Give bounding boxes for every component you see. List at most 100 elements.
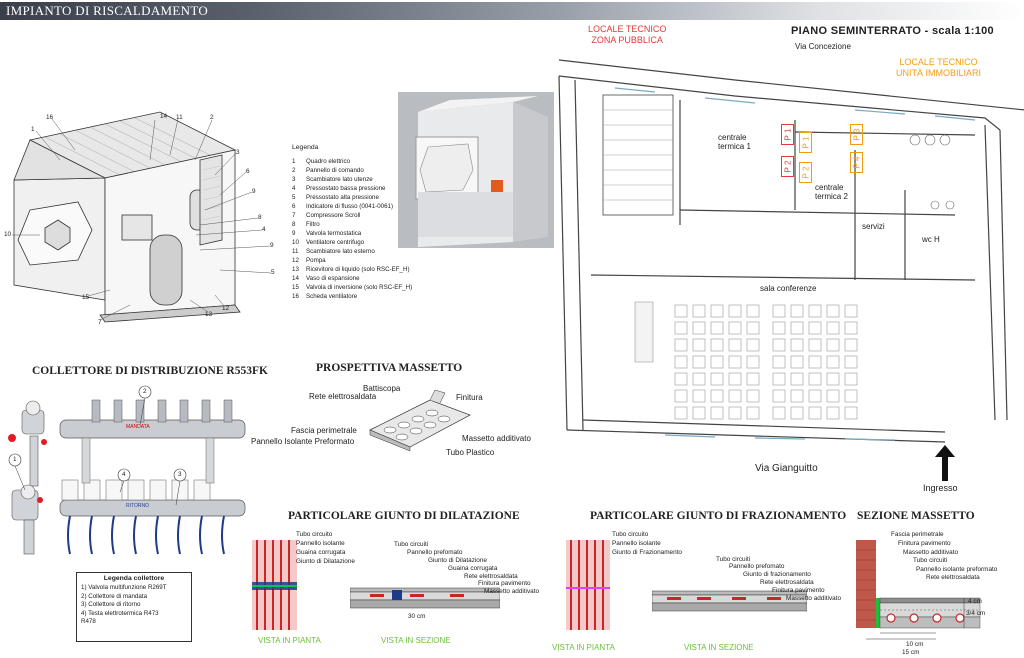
fraz-plan-label: Pannello isolante [612, 540, 661, 547]
unit-callout: 9 [252, 188, 256, 195]
unit-callout: 11 [176, 114, 183, 121]
collettore-legend-item: 4) Testa elettrotermica R473 [81, 609, 159, 617]
label-sala-conferenze: sala conferenze [760, 284, 817, 293]
label-tubo: Tubo Plastico [446, 448, 495, 457]
sezione-label: Rete elettrosaldata [926, 574, 980, 581]
massetto-perspective-drawing [369, 389, 471, 452]
unit-callout: 8 [258, 214, 262, 221]
label-battiscopa: Battiscopa [363, 384, 401, 393]
street-via-gianguitto: Via Gianguitto [755, 463, 818, 474]
collettore-callout-3: 3 [178, 471, 182, 478]
label-rete: Rete elettrosaldata [309, 392, 377, 401]
unit-callout: 13 [205, 311, 213, 318]
fraz-section-label: Tubo circuiti [716, 556, 751, 563]
sezione-massetto-drawing [856, 540, 981, 640]
header-bar [0, 2, 1024, 20]
dil-plan-label: Giunto di Dilatazione [296, 558, 355, 565]
floor-plan [558, 59, 1024, 443]
collettore-callout-2: 2 [143, 388, 147, 395]
sezione-dim: 15 cm [902, 649, 920, 656]
pump-box-p2: P 2 [799, 162, 812, 183]
dil-plan-label: Guaina corrugata [296, 549, 346, 556]
heat-pump-photo [398, 92, 554, 248]
unit-callout: 14 [160, 113, 168, 120]
fraz-section-label: Finitura pavimento [772, 587, 825, 594]
mandata-imprint: MANDATA [126, 424, 150, 430]
giunto-dilatazione-plan [252, 540, 297, 630]
label-servizi: servizi [862, 222, 885, 231]
label-massetto: Massetto additivato [462, 434, 531, 443]
dil-section-label: Finitura pavimento [478, 580, 531, 587]
sezione-label: Tubo circuiti [913, 557, 948, 564]
sezione-label: Finitura pavimento [898, 540, 951, 547]
unit-callout: 16 [46, 114, 54, 121]
sezione-label: Pannello isolante preformato [916, 566, 998, 573]
fraz-section-label: Pannello prefomato [729, 563, 785, 570]
dil-section-label: Guaina corrugata [448, 565, 498, 572]
sezione-label: Massetto additivato [903, 549, 959, 556]
collettore-legend-title: Legenda collettore [103, 575, 165, 582]
giunto-frazionamento-title: PARTICOLARE GIUNTO DI FRAZIONAMENTO [590, 510, 847, 522]
giunto-frazionamento-plan [566, 540, 610, 630]
unit-callout: 9 [270, 242, 274, 249]
collettore-title: COLLETTORE DI DISTRIBUZIONE R553FK [32, 365, 268, 377]
pump-box-p1: P 1 [781, 124, 794, 145]
giunto-dilatazione-section [350, 587, 500, 609]
dil-plan-label: Tubo circuito [296, 531, 333, 538]
dil-section-label: Rete elettrosaldata [464, 573, 518, 580]
seating-grid [634, 301, 858, 420]
label-pannello: Pannello Isolante Preformato [251, 437, 355, 446]
unit-callout: 7 [98, 319, 102, 326]
ritorno-imprint: RITORNO [126, 503, 149, 509]
fraz-section-label: Rete elettrosaldata [760, 579, 814, 586]
dil-section-label: Pannello prefomato [407, 549, 463, 556]
plan-title: PIANO SEMINTERRATO - scala 1:100 [791, 25, 994, 37]
collettore-legend: Legenda collettore 1) Valvola multifunzi… [76, 572, 192, 642]
sezione-dim: 3/4 cm [966, 610, 986, 617]
prospettiva-title: PROSPETTIVA MASSETTO [316, 362, 463, 374]
label-fascia: Fascia perimetrale [291, 426, 357, 435]
dil-vista-sezione: VISTA IN SEZIONE [381, 636, 451, 645]
sezione-massetto-title: SEZIONE MASSETTO [857, 510, 975, 522]
unit-callout: 1 [31, 126, 35, 133]
unit-callout: 3 [236, 149, 240, 156]
collettore-callout-4: 4 [122, 471, 126, 478]
unit-callout: 4 [262, 226, 266, 233]
fraz-vista-sezione: VISTA IN SEZIONE [684, 643, 754, 652]
sezione-dim: 10 cm [906, 641, 924, 648]
collettore-legend-item: 3) Collettore di ritorno [81, 601, 141, 609]
fraz-plan-label: Tubo circuito [612, 531, 649, 538]
giunto-frazionamento-section [652, 590, 807, 612]
pump-box-p2: P 2 [781, 156, 794, 177]
unit-callout: 12 [222, 305, 230, 312]
label-wc: wc H [922, 235, 940, 244]
label-ingresso: Ingresso [923, 483, 958, 493]
dil-section-label: Giunto di Dilatazione [428, 557, 487, 564]
sezione-dim: 4 cm [968, 598, 982, 605]
collettore-drawing [8, 385, 246, 555]
unit-callout: 2 [210, 114, 214, 121]
dil-dimension: 30 cm [408, 613, 426, 620]
unit-callout: 6 [246, 168, 250, 175]
pump-box-p3: P 3 [850, 124, 863, 145]
fraz-section-label: Giunto di frazionamento [743, 571, 811, 578]
unit-callout: 10 [4, 231, 12, 238]
heat-pump-exploded-drawing [12, 111, 272, 323]
fraz-plan-label: Giunto di Frazionamento [612, 549, 682, 556]
pump-box-p4: P 4 [850, 152, 863, 173]
